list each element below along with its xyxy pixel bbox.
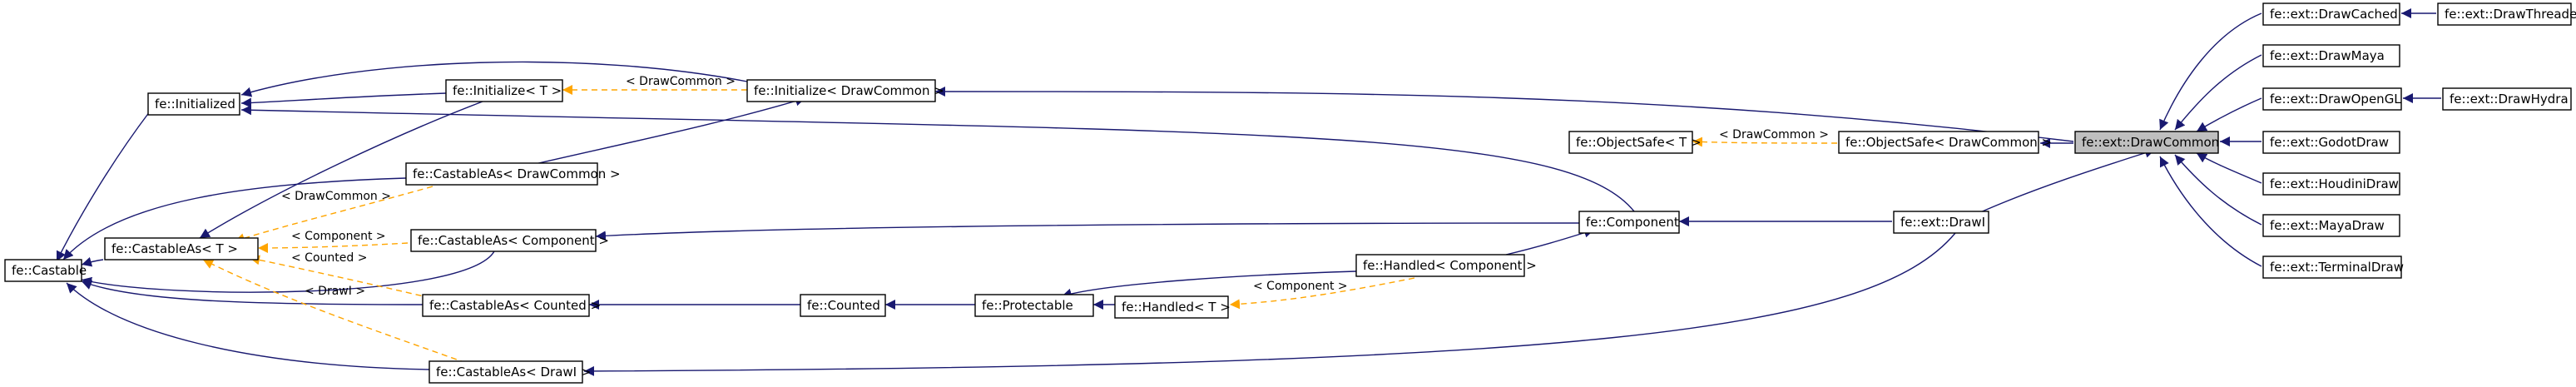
edge-label-counted-castable: < Counted > — [291, 251, 367, 265]
edge-terminaldraw-drawcommon — [2159, 156, 2262, 267]
svg-text:fe::CastableAs< Component >: fe::CastableAs< Component > — [418, 233, 609, 248]
edge-tpl-castableas-drawcommon — [234, 186, 433, 243]
node-drawi[interactable]: fe::ext::DrawI — [1893, 211, 1989, 234]
node-castableas-counted[interactable]: fe::CastableAs< Counted > — [422, 294, 601, 317]
svg-text:fe::ext::HoudiniDraw: fe::ext::HoudiniDraw — [2270, 176, 2399, 191]
svg-text:fe::Handled< T >: fe::Handled< T > — [1122, 300, 1231, 315]
edge-component-castableas-component — [595, 222, 1582, 241]
node-drawmaya[interactable]: fe::ext::DrawMaya — [2262, 44, 2400, 67]
node-initialize-drawcommon[interactable]: fe::Initialize< DrawCommon > — [746, 79, 944, 102]
edge-drawmaya-drawcommon — [2174, 54, 2262, 131]
node-godotdraw[interactable]: fe::ext::GodotDraw — [2262, 131, 2400, 154]
svg-text:fe::Initialize< T >: fe::Initialize< T > — [453, 83, 562, 98]
node-mayadraw[interactable]: fe::ext::MayaDraw — [2262, 214, 2400, 237]
node-initialize-t[interactable]: fe::Initialize< T > — [445, 79, 563, 102]
node-component[interactable]: fe::Component — [1578, 211, 1680, 234]
svg-text:fe::Counted: fe::Counted — [807, 298, 880, 313]
node-castableas-drawcommon[interactable]: fe::CastableAs< DrawCommon > — [405, 162, 621, 186]
node-objectsafe-drawcommon[interactable]: fe::ObjectSafe< DrawCommon > — [1838, 131, 2052, 154]
edge-houdinidraw-drawcommon — [2196, 152, 2262, 184]
edge-tpl-objectsafe-drawcommon — [1692, 136, 1838, 147]
svg-text:fe::Initialized: fe::Initialized — [155, 97, 235, 112]
edge-drawi-castableas-drawi — [583, 232, 1956, 376]
edge-tpl-castableas-counted — [249, 255, 432, 299]
node-objectsafe-t[interactable]: fe::ObjectSafe< T > — [1568, 131, 1702, 154]
node-counted[interactable]: fe::Counted — [800, 294, 886, 317]
edge-drawcommon-initialize-drawcommon — [934, 87, 2074, 142]
edge-drawi-drawcommon — [1978, 147, 2156, 214]
node-houdinidraw[interactable]: fe::ext::HoudiniDraw — [2262, 172, 2400, 196]
edge-mayadraw-drawcommon — [2174, 154, 2262, 226]
edge-initialize-t-castableas-t — [199, 101, 483, 239]
edge-drawopengl-drawcommon — [2196, 97, 2262, 132]
node-drawhydra[interactable]: fe::ext::DrawHydra — [2442, 87, 2572, 111]
edge-castableas-t-castable — [81, 256, 104, 267]
edge-labels: < DrawCommon > < DrawCommon > < Componen… — [281, 75, 1829, 298]
edge-tpl-castableas-component — [257, 242, 409, 253]
svg-text:fe::CastableAs< DrawI >: fe::CastableAs< DrawI > — [436, 365, 591, 380]
edge-castableas-drawi-castable — [66, 282, 430, 370]
edge-initialize-t-initialized — [240, 92, 447, 108]
svg-text:fe::CastableAs< DrawCommon >: fe::CastableAs< DrawCommon > — [413, 166, 621, 181]
svg-text:fe::ext::DrawCommon: fe::ext::DrawCommon — [2082, 135, 2219, 150]
edge-label-component-handled: < Component > — [1253, 280, 1348, 293]
svg-text:fe::ext::DrawOpenGL: fe::ext::DrawOpenGL — [2270, 92, 2401, 107]
edge-label-drawi-castable: < DrawI > — [305, 285, 365, 298]
node-castable[interactable]: fe::Castable — [4, 259, 87, 282]
svg-text:fe::ext::TerminalDraw: fe::ext::TerminalDraw — [2270, 260, 2404, 275]
edges — [56, 8, 2441, 376]
svg-text:fe::ext::GodotDraw: fe::ext::GodotDraw — [2270, 135, 2389, 150]
edge-castableas-counted-castable — [81, 280, 424, 305]
svg-text:fe::Initialize< DrawCommon >: fe::Initialize< DrawCommon > — [754, 83, 944, 98]
svg-text:fe::ext::MayaDraw: fe::ext::MayaDraw — [2270, 218, 2385, 233]
edge-initialized-castable — [56, 111, 151, 262]
edge-tpl-castableas-drawi — [202, 259, 467, 364]
edge-handled-component-protectable — [1061, 270, 1357, 299]
svg-text:fe::ObjectSafe< DrawCommon >: fe::ObjectSafe< DrawCommon > — [1845, 135, 2052, 150]
svg-text:fe::Component: fe::Component — [1586, 215, 1679, 230]
node-terminaldraw[interactable]: fe::ext::TerminalDraw — [2262, 256, 2404, 279]
node-drawcommon[interactable]: fe::ext::DrawCommon — [2074, 131, 2219, 154]
node-handled-t[interactable]: fe::Handled< T > — [1114, 295, 1231, 319]
node-protectable[interactable]: fe::Protectable — [974, 294, 1094, 317]
edge-component-initialized — [240, 105, 1635, 212]
edge-drawcached-drawcommon — [2159, 12, 2262, 131]
edge-tpl-handled-component — [1229, 277, 1415, 310]
node-initialized[interactable]: fe::Initialized — [147, 92, 240, 116]
node-drawthreaded[interactable]: fe::ext::DrawThreaded — [2437, 2, 2576, 26]
node-castableas-drawi[interactable]: fe::CastableAs< DrawI > — [429, 360, 591, 384]
edge-label-drawcommon-objectsafe: < DrawCommon > — [1719, 128, 1829, 141]
svg-text:fe::CastableAs< T >: fe::CastableAs< T > — [111, 241, 238, 256]
nodes: fe::Castable fe::Initialized fe::Castabl… — [4, 2, 2576, 384]
svg-text:fe::ext::DrawMaya: fe::ext::DrawMaya — [2270, 48, 2385, 63]
edge-castableas-drawcommon-castable — [62, 177, 407, 260]
node-castableas-t[interactable]: fe::CastableAs< T > — [104, 237, 259, 260]
node-handled-component[interactable]: fe::Handled< Component > — [1355, 254, 1537, 277]
svg-text:fe::ext::DrawThreaded: fe::ext::DrawThreaded — [2445, 7, 2576, 22]
svg-text:fe::Castable: fe::Castable — [12, 263, 87, 278]
svg-text:fe::ext::DrawHydra: fe::ext::DrawHydra — [2450, 92, 2569, 107]
node-drawopengl[interactable]: fe::ext::DrawOpenGL — [2262, 87, 2402, 111]
svg-text:fe::ext::DrawCached: fe::ext::DrawCached — [2270, 7, 2398, 22]
edge-castableas-component-castable — [81, 251, 495, 293]
svg-text:fe::ObjectSafe< T >: fe::ObjectSafe< T > — [1576, 135, 1702, 150]
node-drawcached[interactable]: fe::ext::DrawCached — [2262, 2, 2400, 26]
edge-initialize-drawcommon-initialized — [240, 61, 748, 97]
svg-text:fe::Handled< Component >: fe::Handled< Component > — [1363, 258, 1537, 273]
edge-label-component-castable: < Component > — [291, 230, 386, 243]
edge-label-drawcommon-castable: < DrawCommon > — [281, 190, 391, 203]
svg-text:fe::Protectable: fe::Protectable — [982, 298, 1073, 313]
edge-label-drawcommon-initialize: < DrawCommon > — [626, 75, 736, 88]
edge-castableas-drawcommon-initialize-drawcommon — [523, 96, 806, 167]
svg-text:fe::ext::DrawI: fe::ext::DrawI — [1900, 215, 1985, 230]
svg-text:fe::CastableAs< Counted >: fe::CastableAs< Counted > — [429, 298, 601, 313]
node-castableas-component[interactable]: fe::CastableAs< Component > — [410, 229, 609, 252]
